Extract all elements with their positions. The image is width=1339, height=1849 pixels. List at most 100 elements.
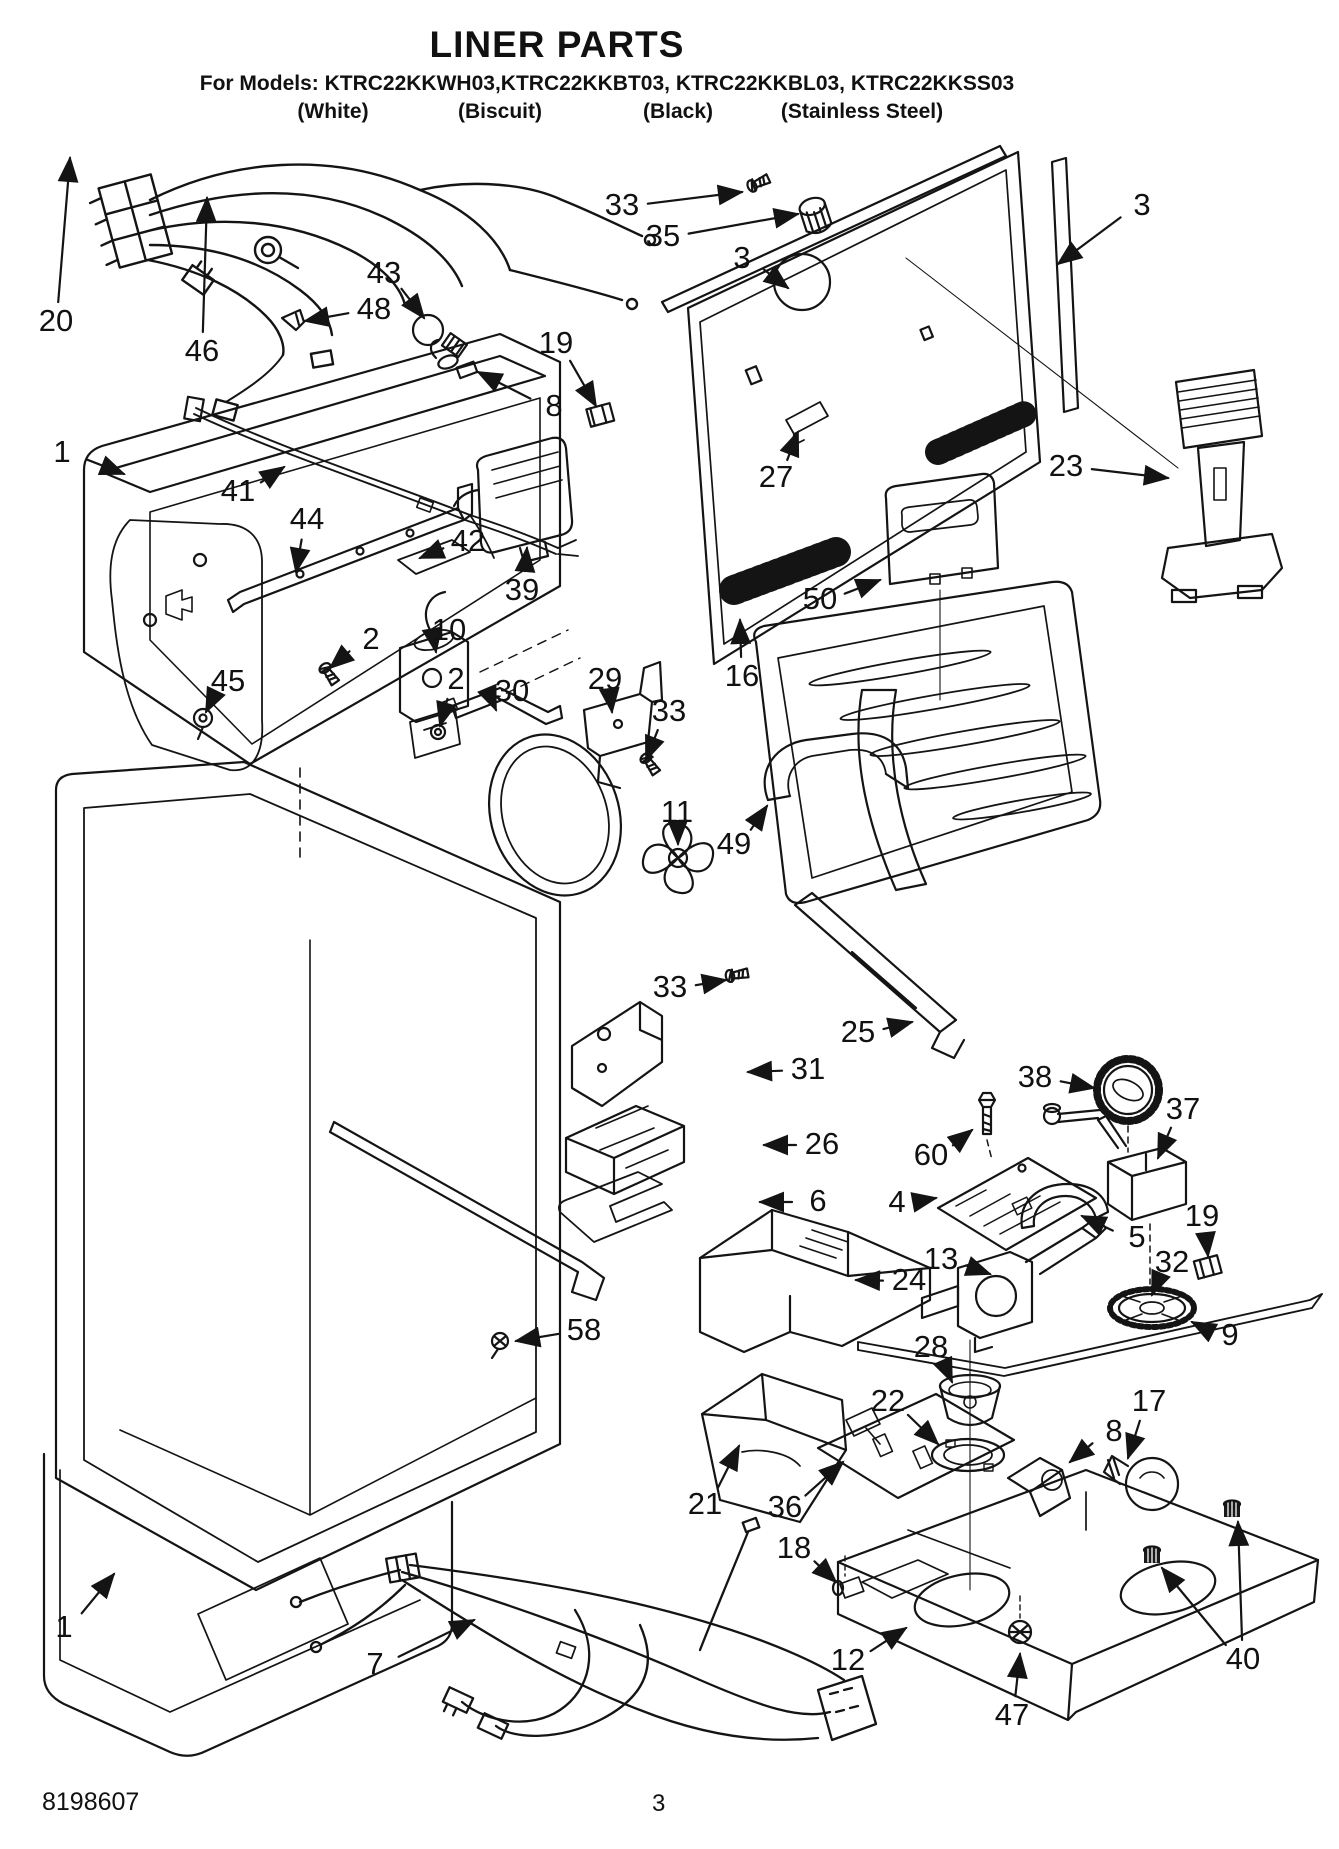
callout-41-15: 41 <box>220 472 256 508</box>
leader-arrow-3-6 <box>762 265 790 290</box>
leader-arrow-33-25 <box>644 728 665 762</box>
leader-arrow-4-33 <box>910 1192 939 1213</box>
leader-arrow-21-47 <box>716 1444 741 1489</box>
callout-3-6: 3 <box>733 239 751 275</box>
support-rail-drawing <box>763 732 966 1060</box>
callout-23-10: 23 <box>1048 447 1084 483</box>
callout-26-31: 26 <box>804 1125 840 1161</box>
finish-black: (Black) <box>642 100 714 123</box>
leader-arrow-9-43 <box>1190 1320 1219 1343</box>
callout-39-18: 39 <box>504 571 540 607</box>
leader-arrow-25-28 <box>882 1017 915 1038</box>
leader-arrow-40-52 <box>1228 1519 1250 1642</box>
leader-arrow-49-27 <box>744 804 769 832</box>
leader-arrow-30-23 <box>477 683 498 712</box>
models-line: For Models: KTRC22KKWH03,KTRC22KKBT03, K… <box>199 72 1015 95</box>
document-number: 8198607 <box>42 1788 140 1816</box>
leader-arrow-12-49 <box>869 1626 908 1653</box>
leader-arrow-10-21 <box>421 626 443 655</box>
fan-blade-drawing <box>641 821 750 984</box>
callout-25-28: 25 <box>840 1013 876 1049</box>
leader-arrow-46-1 <box>195 195 217 334</box>
callout-27-11: 27 <box>758 458 794 494</box>
callout-33-25: 33 <box>651 692 687 728</box>
callout-8-50: 8 <box>1105 1412 1123 1448</box>
callout-40-52: 40 <box>1225 1640 1261 1676</box>
callout-17-51: 17 <box>1131 1382 1167 1418</box>
leader-arrow-47-53 <box>1006 1651 1028 1698</box>
callout-28-44: 28 <box>913 1328 949 1364</box>
callout-38-37: 38 <box>1017 1058 1053 1094</box>
leader-arrow-42-17 <box>418 539 447 560</box>
callout-6-32: 6 <box>809 1182 827 1218</box>
leader-arrow-22-45 <box>906 1413 940 1446</box>
finish-biscuit: (Biscuit) <box>458 100 542 123</box>
callout-24-34: 24 <box>891 1261 927 1297</box>
leader-arrow-38-37 <box>1059 1073 1097 1094</box>
callout-37-38: 37 <box>1165 1090 1201 1126</box>
tray-handle-drawing <box>857 472 1000 892</box>
finish-white: (White) <box>297 100 369 123</box>
leader-arrow-37-38 <box>1156 1126 1178 1160</box>
leader-arrow-16-12 <box>730 617 752 659</box>
bulb-and-clip-parts-drawing <box>280 171 833 428</box>
callout-42-17: 42 <box>450 522 486 558</box>
callout-1-14: 1 <box>53 433 71 469</box>
leader-arrow-20-0 <box>57 155 79 304</box>
leader-arrow-7-54 <box>397 1618 476 1658</box>
callout-45-19: 45 <box>210 662 246 698</box>
page-title: LINER PARTS <box>429 24 685 65</box>
callout-60-36: 60 <box>913 1136 949 1172</box>
callout-18-48: 18 <box>776 1529 812 1565</box>
air-duct-24-drawing <box>698 1208 932 1354</box>
callout-58-35: 58 <box>566 1311 602 1347</box>
callout-11-26: 11 <box>660 793 694 829</box>
callout-50-13: 50 <box>802 580 838 616</box>
leader-arrow-13-40 <box>963 1256 992 1276</box>
leader-arrow-50-13 <box>843 578 882 599</box>
leader-arrow-43-2 <box>400 287 426 320</box>
callout-12-49: 12 <box>830 1641 866 1677</box>
callout-33-4: 33 <box>604 186 640 222</box>
lamp-housing-cluster-drawing <box>816 1339 1320 1722</box>
callout-19-7: 19 <box>538 324 574 360</box>
leader-arrow-40-52 <box>1160 1566 1227 1647</box>
leader-arrow-41-15 <box>258 465 286 490</box>
leader-arrow-33-4 <box>646 184 745 206</box>
callout-4-33: 4 <box>888 1183 906 1219</box>
callout-47-53: 47 <box>994 1696 1030 1732</box>
callout-48-3: 48 <box>356 290 392 326</box>
leader-arrow-1-14 <box>85 455 126 476</box>
leader-arrow-27-11 <box>779 430 800 462</box>
callout-3-9: 3 <box>1133 186 1151 222</box>
bracket-plate-31-drawing <box>570 1000 664 1108</box>
leader-arrow-44-16 <box>289 538 311 575</box>
leader-arrow-19-7 <box>568 359 598 408</box>
page-number: 3 <box>652 1790 666 1817</box>
leader-arrow-8-8 <box>476 370 532 400</box>
callout-35-5: 35 <box>645 217 681 253</box>
duct-cover-21-drawing <box>700 1372 848 1524</box>
callout-8-8: 8 <box>545 387 563 423</box>
leader-arrow-5-39 <box>1080 1214 1114 1236</box>
callout-46-1: 46 <box>184 332 220 368</box>
leader-arrow-29-24 <box>598 686 620 715</box>
leader-arrow-35-5 <box>687 207 801 235</box>
leader-arrow-19-41 <box>1195 1230 1216 1259</box>
leader-arrow-48-3 <box>302 306 350 327</box>
leader-arrow-58-35 <box>513 1326 560 1348</box>
leader-arrow-36-46 <box>804 1460 845 1497</box>
leader-arrow-32-42 <box>1150 1268 1171 1297</box>
callout-leader-arrows <box>57 155 1250 1698</box>
callout-30-23: 30 <box>494 672 530 708</box>
callout-2-20: 2 <box>362 620 380 656</box>
control-console-drawing <box>1160 368 1284 604</box>
callout-2-22: 2 <box>447 660 465 696</box>
callout-9-43: 9 <box>1221 1316 1239 1352</box>
leader-arrow-2-20 <box>328 644 356 670</box>
gasket-6-drawing <box>557 1171 673 1243</box>
leader-arrow-31-30 <box>745 1060 784 1082</box>
leader-arrow-8-50 <box>1068 1438 1096 1464</box>
